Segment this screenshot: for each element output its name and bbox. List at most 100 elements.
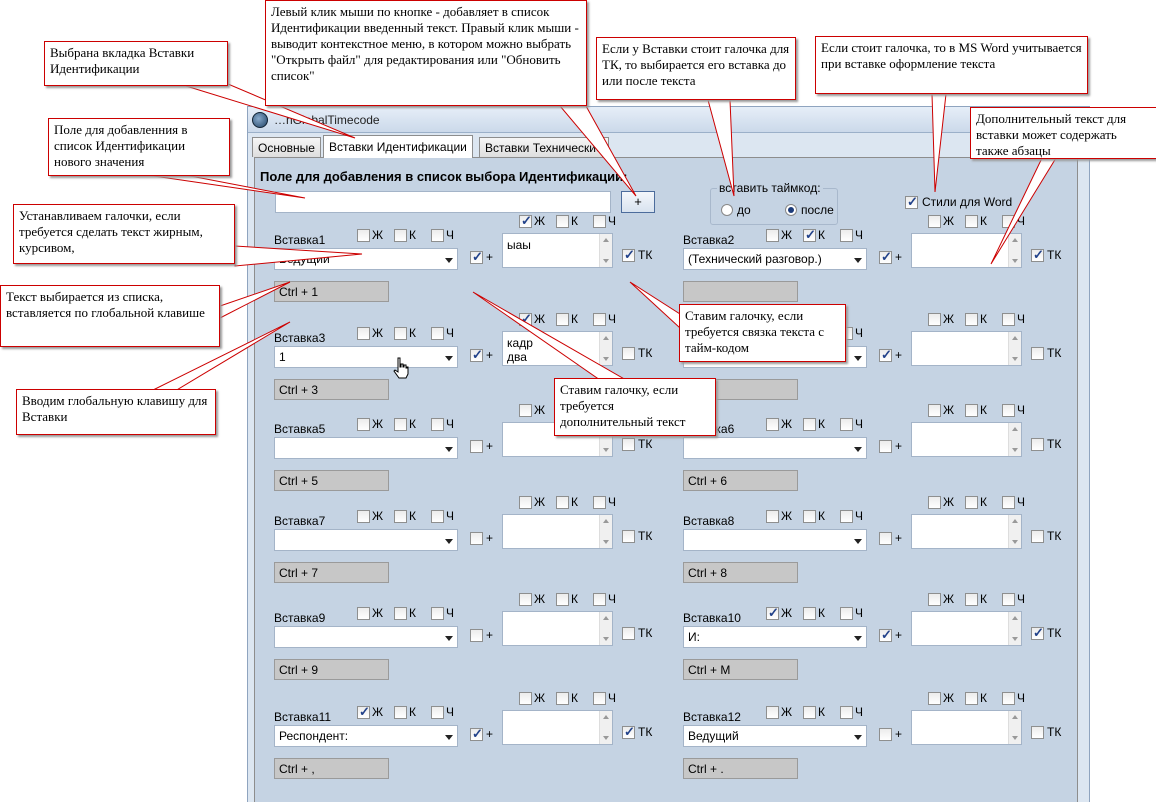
insert11-text-bold-checkbox[interactable]: [519, 692, 532, 705]
add-value-input[interactable]: [275, 191, 611, 213]
insert5-text-bold-checkbox[interactable]: [519, 404, 532, 417]
insert10-text-underline-checkbox[interactable]: [1002, 593, 1015, 606]
scrollbar[interactable]: [1008, 234, 1021, 267]
scrollbar[interactable]: [599, 332, 612, 365]
insert3-text-bold-checkbox[interactable]: [519, 311, 532, 327]
insert9-value-select[interactable]: [274, 626, 458, 648]
insert3-plus-checkbox[interactable]: [470, 347, 483, 363]
scrollbar[interactable]: [1008, 612, 1021, 645]
insert12-tc-checkbox[interactable]: [1031, 726, 1044, 739]
insert7-bold-checkbox[interactable]: [357, 510, 370, 523]
scrollbar[interactable]: [1008, 423, 1021, 456]
insert3-extra-text[interactable]: кадр два: [502, 331, 613, 366]
insert7-tc-checkbox[interactable]: [622, 530, 635, 543]
insert8-underline-checkbox[interactable]: [840, 510, 853, 523]
insert8-tc-checkbox[interactable]: [1031, 530, 1044, 543]
insert6-text-underline-checkbox[interactable]: [1002, 404, 1015, 417]
insert3-text-underline-checkbox[interactable]: [593, 313, 606, 326]
insert5-hotkey-field[interactable]: Ctrl + 5: [274, 470, 389, 491]
insert1-text-italic-checkbox[interactable]: [556, 215, 569, 228]
insert9-text-italic-checkbox[interactable]: [556, 593, 569, 606]
timecode-after-radio[interactable]: [785, 204, 797, 216]
insert9-text-bold-checkbox[interactable]: [519, 593, 532, 606]
insert8-text-underline-checkbox[interactable]: [1002, 496, 1015, 509]
insert2-value-select[interactable]: (Технический разговор.): [683, 248, 867, 270]
tab-identification-inserts[interactable]: Вставки Идентификации: [323, 135, 473, 158]
insert1-tc-checkbox[interactable]: [622, 247, 635, 263]
insert4-text-bold-checkbox[interactable]: [928, 313, 941, 326]
insert12-text-italic-checkbox[interactable]: [965, 692, 978, 705]
insert8-value-select[interactable]: [683, 529, 867, 551]
insert1-bold-checkbox[interactable]: [357, 229, 370, 242]
insert5-value-select[interactable]: [274, 437, 458, 459]
insert12-value-select[interactable]: Ведущий: [683, 725, 867, 747]
insert8-text-italic-checkbox[interactable]: [965, 496, 978, 509]
insert7-text-underline-checkbox[interactable]: [593, 496, 606, 509]
insert8-text-bold-checkbox[interactable]: [928, 496, 941, 509]
scrollbar[interactable]: [1008, 711, 1021, 744]
word-styles-checkbox[interactable]: [905, 194, 918, 210]
insert11-hotkey-field[interactable]: Ctrl + ,: [274, 758, 389, 779]
insert4-text-italic-checkbox[interactable]: [965, 313, 978, 326]
insert9-underline-checkbox[interactable]: [431, 607, 444, 620]
insert3-hotkey-field[interactable]: Ctrl + 3: [274, 379, 389, 400]
insert11-value-select[interactable]: Респондент:: [274, 725, 458, 747]
insert11-italic-checkbox[interactable]: [394, 706, 407, 719]
insert7-underline-checkbox[interactable]: [431, 510, 444, 523]
insert11-text-underline-checkbox[interactable]: [593, 692, 606, 705]
insert8-extra-text[interactable]: [911, 514, 1022, 549]
insert4-tc-checkbox[interactable]: [1031, 347, 1044, 360]
insert9-text-underline-checkbox[interactable]: [593, 593, 606, 606]
insert2-plus-checkbox[interactable]: [879, 249, 892, 265]
insert11-extra-text[interactable]: [502, 710, 613, 745]
scrollbar[interactable]: [599, 234, 612, 267]
insert9-italic-checkbox[interactable]: [394, 607, 407, 620]
insert9-plus-checkbox[interactable]: [470, 629, 483, 642]
insert7-hotkey-field[interactable]: Ctrl + 7: [274, 562, 389, 583]
insert1-text-underline-checkbox[interactable]: [593, 215, 606, 228]
insert5-plus-checkbox[interactable]: [470, 440, 483, 453]
insert11-underline-checkbox[interactable]: [431, 706, 444, 719]
insert10-plus-checkbox[interactable]: [879, 627, 892, 643]
insert1-plus-checkbox[interactable]: [470, 249, 483, 265]
insert5-italic-checkbox[interactable]: [394, 418, 407, 431]
scrollbar[interactable]: [599, 711, 612, 744]
insert6-italic-checkbox[interactable]: [803, 418, 816, 431]
insert12-bold-checkbox[interactable]: [766, 706, 779, 719]
insert11-bold-checkbox[interactable]: [357, 704, 370, 720]
insert12-plus-checkbox[interactable]: [879, 728, 892, 741]
insert2-text-underline-checkbox[interactable]: [1002, 215, 1015, 228]
insert10-text-bold-checkbox[interactable]: [928, 593, 941, 606]
insert6-text-italic-checkbox[interactable]: [965, 404, 978, 417]
insert2-hotkey-field[interactable]: [683, 281, 798, 302]
insert2-italic-checkbox[interactable]: [803, 227, 816, 243]
insert8-italic-checkbox[interactable]: [803, 510, 816, 523]
insert1-extra-text[interactable]: ыаы: [502, 233, 613, 268]
insert10-underline-checkbox[interactable]: [840, 607, 853, 620]
insert6-hotkey-field[interactable]: Ctrl + 6: [683, 470, 798, 491]
insert2-tc-checkbox[interactable]: [1031, 247, 1044, 263]
insert6-plus-checkbox[interactable]: [879, 440, 892, 453]
insert5-bold-checkbox[interactable]: [357, 418, 370, 431]
insert3-value-select[interactable]: 1: [274, 346, 458, 368]
insert10-bold-checkbox[interactable]: [766, 605, 779, 621]
insert6-underline-checkbox[interactable]: [840, 418, 853, 431]
insert10-extra-text[interactable]: [911, 611, 1022, 646]
insert4-plus-checkbox[interactable]: [879, 347, 892, 363]
insert4-text-underline-checkbox[interactable]: [1002, 313, 1015, 326]
insert11-text-italic-checkbox[interactable]: [556, 692, 569, 705]
insert6-value-select[interactable]: [683, 437, 867, 459]
insert2-text-italic-checkbox[interactable]: [965, 215, 978, 228]
insert11-plus-checkbox[interactable]: [470, 726, 483, 742]
insert11-tc-checkbox[interactable]: [622, 724, 635, 740]
insert10-text-italic-checkbox[interactable]: [965, 593, 978, 606]
insert12-underline-checkbox[interactable]: [840, 706, 853, 719]
insert10-italic-checkbox[interactable]: [803, 607, 816, 620]
insert6-tc-checkbox[interactable]: [1031, 438, 1044, 451]
insert1-hotkey-field[interactable]: Ctrl + 1: [274, 281, 389, 302]
insert7-italic-checkbox[interactable]: [394, 510, 407, 523]
insert5-underline-checkbox[interactable]: [431, 418, 444, 431]
scrollbar[interactable]: [599, 515, 612, 548]
insert12-italic-checkbox[interactable]: [803, 706, 816, 719]
timecode-before-radio[interactable]: [721, 204, 733, 216]
